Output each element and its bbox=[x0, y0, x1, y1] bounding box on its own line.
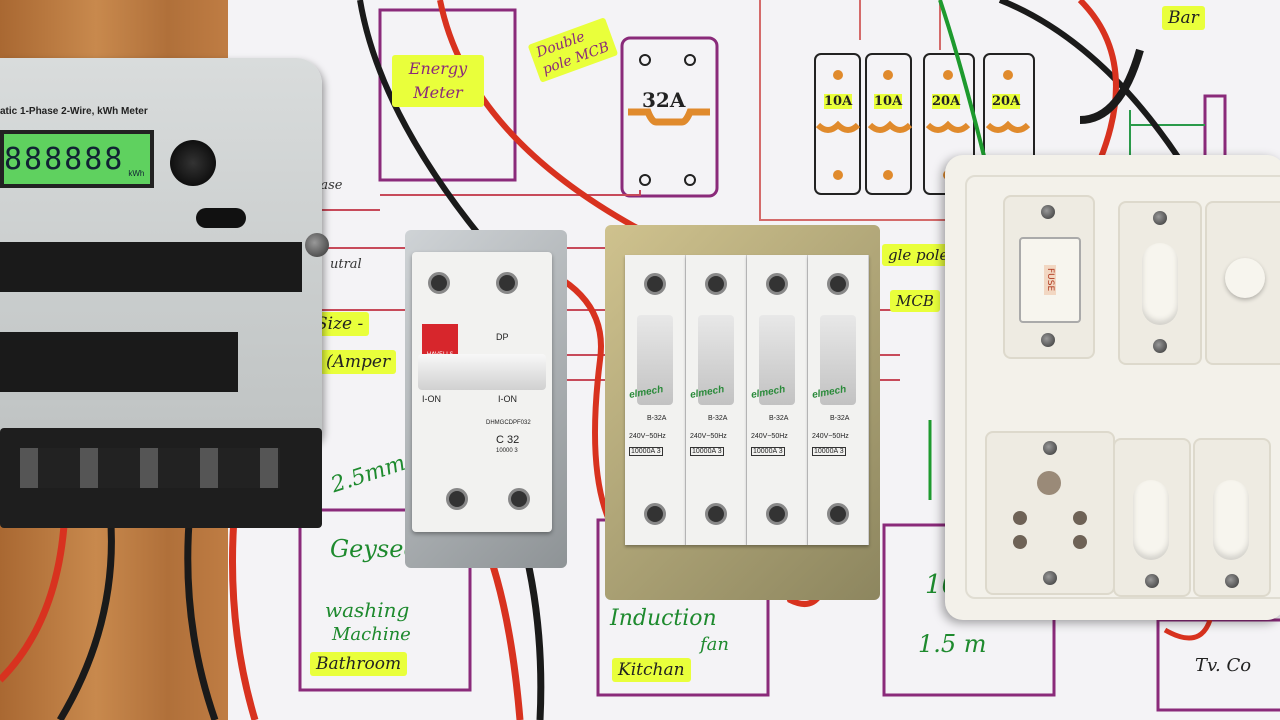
meter-unit: kWh bbox=[128, 169, 145, 178]
mcb-rating-3: 20A bbox=[932, 94, 961, 109]
mcb-rating-4: 20A bbox=[992, 94, 1021, 109]
sp-toggle[interactable] bbox=[820, 315, 856, 405]
sp-rating: B-32A bbox=[830, 415, 850, 422]
energy-meter: atic 1-Phase 2-Wire, kWh Meter 888888 kW… bbox=[0, 58, 329, 443]
sp-toggle[interactable] bbox=[698, 315, 734, 405]
sp-toggle[interactable] bbox=[759, 315, 795, 405]
dp-on-right: I-ON bbox=[498, 394, 517, 404]
dp-rating-label: 32A bbox=[642, 88, 686, 112]
meter-title: atic 1-Phase 2-Wire, kWh Meter bbox=[0, 106, 148, 117]
meter-led bbox=[196, 208, 246, 228]
switch-bottom-2[interactable] bbox=[1195, 440, 1269, 595]
meter-terminal-block bbox=[0, 428, 322, 528]
amper-label: (Amper bbox=[320, 350, 397, 374]
meter-display: 888888 kWh bbox=[0, 130, 154, 188]
regulator-knob[interactable] bbox=[1207, 203, 1280, 363]
washing-label: washing bbox=[325, 598, 410, 622]
geyser-label: Geysee bbox=[330, 535, 418, 563]
bar-label: Bar bbox=[1162, 6, 1205, 30]
dp-rating: C 32 bbox=[496, 434, 520, 446]
sp-rating: B-32A bbox=[647, 415, 667, 422]
mcb-rating-2: 10A bbox=[874, 94, 903, 109]
sp-rating: B-32A bbox=[769, 415, 789, 422]
neutral-label: utral bbox=[330, 257, 362, 272]
meter-seal-screw bbox=[305, 233, 329, 257]
power-socket[interactable] bbox=[987, 433, 1113, 593]
mcb-rating-1: 10A bbox=[824, 94, 853, 109]
meter-button bbox=[170, 140, 216, 186]
wire-size-2: 1.5 m bbox=[918, 630, 987, 658]
fuse-module: FUSE bbox=[1005, 197, 1093, 357]
sp-cap: 10000A 3 bbox=[812, 447, 846, 456]
machine-label: Machine bbox=[332, 624, 411, 645]
sp-cap: 10000A 3 bbox=[690, 447, 724, 456]
single-pole-label: gle pole bbox=[882, 244, 955, 266]
dp-mcb[interactable]: HAVELLS DP I-ON I-ON DHMGCDPF032 C 32 10… bbox=[412, 252, 552, 532]
induction-label: Induction bbox=[610, 606, 717, 631]
bathroom-label: Bathroom bbox=[310, 652, 408, 676]
fuse-label: FUSE bbox=[1044, 265, 1056, 295]
sp-volt: 240V~50Hz bbox=[812, 433, 849, 440]
dp-model: DHMGCDPF032 bbox=[486, 420, 531, 426]
switchboard: FUSE bbox=[945, 155, 1280, 620]
tv-label: Tv. Co bbox=[1195, 655, 1252, 676]
sp-volt: 240V~50Hz bbox=[690, 433, 727, 440]
sp-volt: 240V~50Hz bbox=[629, 433, 666, 440]
dp-capacity: 10000 3 bbox=[496, 448, 518, 454]
energy-meter-label: Energy Meter bbox=[392, 55, 484, 107]
meter-tape-2 bbox=[0, 332, 238, 392]
sp-volt: 240V~50Hz bbox=[751, 433, 788, 440]
switch-bottom-1[interactable] bbox=[1115, 440, 1189, 595]
meter-digits: 888888 bbox=[4, 141, 125, 177]
sp-cap: 10000A 3 bbox=[629, 447, 663, 456]
dp-on-left: I-ON bbox=[422, 394, 441, 404]
fuse-holder[interactable]: FUSE bbox=[1019, 237, 1081, 323]
switchboard-inner bbox=[965, 175, 1280, 599]
kitchen-label: Kitchan bbox=[612, 658, 691, 682]
sp-toggle[interactable] bbox=[637, 315, 673, 405]
dp-type: DP bbox=[496, 332, 509, 342]
switch-top-1[interactable] bbox=[1120, 203, 1200, 363]
havells-logo: HAVELLS bbox=[422, 324, 458, 358]
sp-cap: 10000A 3 bbox=[751, 447, 785, 456]
sp-rating: B-32A bbox=[708, 415, 728, 422]
mcb-label: MCB bbox=[890, 290, 940, 312]
meter-tape-1 bbox=[0, 242, 302, 292]
dp-toggle[interactable] bbox=[418, 354, 546, 390]
fan-label: fan bbox=[700, 634, 729, 655]
